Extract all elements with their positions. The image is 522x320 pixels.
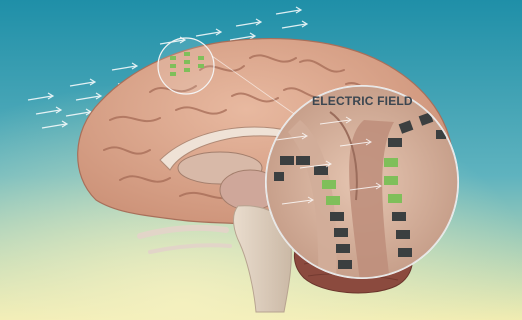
- electric-field-label: ELECTRIC FIELD: [312, 94, 413, 108]
- magnifier-circle: [158, 38, 214, 94]
